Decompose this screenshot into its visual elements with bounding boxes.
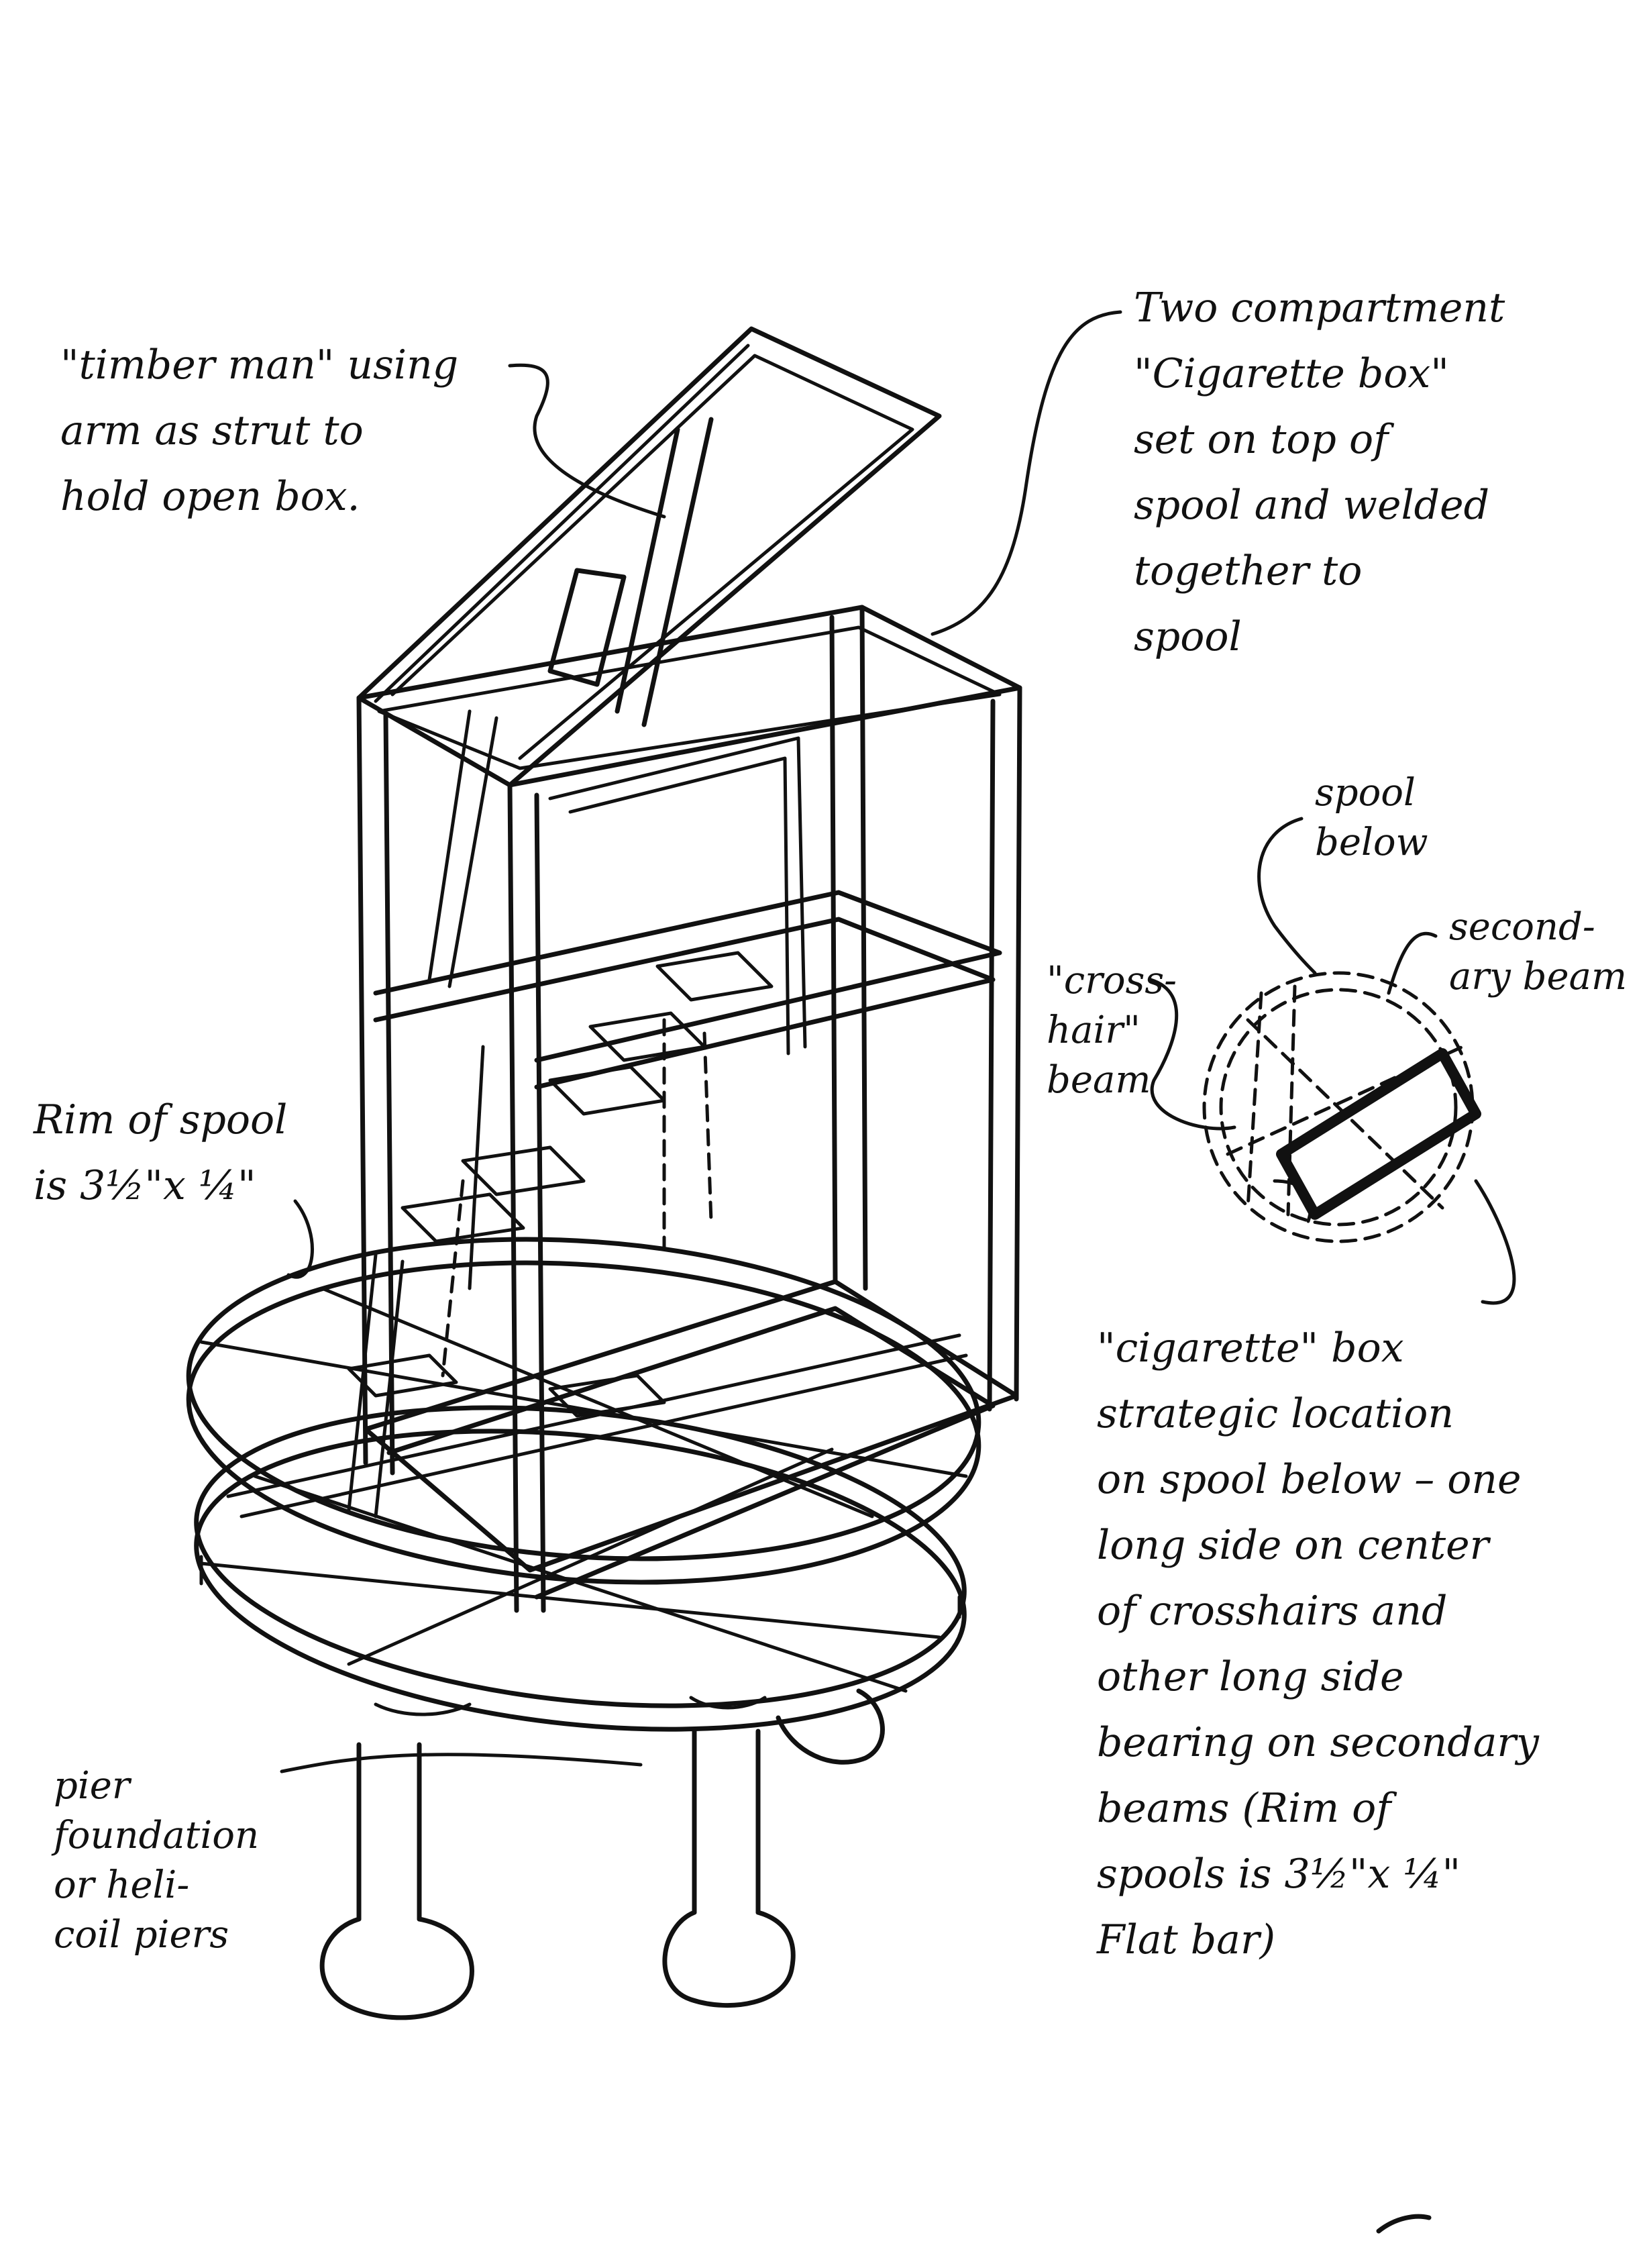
note-timber-man: "timber man" using arm as strut to hold … bbox=[60, 342, 459, 520]
open-lid bbox=[356, 326, 942, 788]
note-crosshair-beam: "cross- hair" beam bbox=[1047, 959, 1177, 1102]
pier-foundations bbox=[319, 1688, 885, 2020]
note-strategic-location: "cigarette" box strategic location on sp… bbox=[1097, 1325, 1539, 1963]
note-rim-of-spool: Rim of spool is 3½"x ¼" bbox=[34, 1096, 288, 1209]
pier-center bbox=[662, 1729, 796, 2008]
note-pier-foundation: pier foundation or heli- coil piers bbox=[54, 1764, 260, 1957]
leader-lines bbox=[280, 310, 1516, 1773]
pier-right bbox=[776, 1688, 885, 1765]
lower-spool bbox=[194, 1405, 967, 1732]
timber-man-strut bbox=[427, 417, 714, 1290]
note-cigarette-box-top: Two compartment "Cigarette box" set on t… bbox=[1134, 285, 1505, 660]
note-secondary-beam: second- ary beam bbox=[1449, 905, 1628, 998]
stray-mark bbox=[1376, 2214, 1432, 2234]
note-spool-below: spool below bbox=[1315, 771, 1428, 864]
cigarette-box-frame bbox=[356, 605, 1022, 1613]
pier-left bbox=[319, 1742, 474, 2020]
stair-treads bbox=[347, 951, 774, 1418]
plan-detail bbox=[1202, 971, 1481, 1243]
